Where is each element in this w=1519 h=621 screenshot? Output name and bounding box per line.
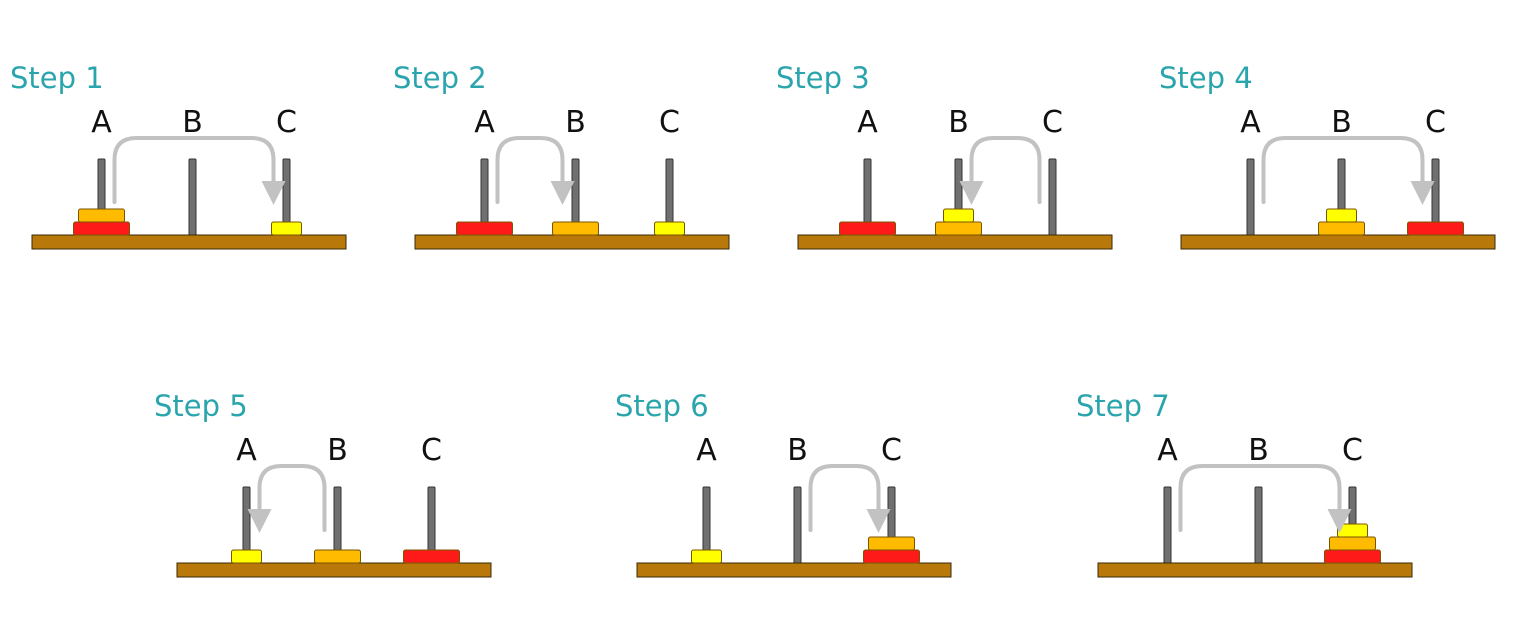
peg-label: A — [91, 105, 112, 140]
step-title: Step 1 — [10, 61, 104, 95]
peg-label: C — [276, 105, 297, 140]
peg — [1163, 486, 1172, 564]
peg-label: B — [565, 105, 586, 140]
base-board — [31, 234, 347, 250]
step-panel: Step 1 A B C — [10, 61, 347, 250]
disk-large — [863, 549, 920, 564]
disk-large — [73, 221, 130, 236]
peg-label: B — [1248, 433, 1269, 468]
disk-medium — [868, 536, 915, 551]
peg-label: A — [696, 433, 717, 468]
move-arrow — [959, 136, 1042, 205]
disk-medium — [1329, 536, 1376, 551]
move-arrow — [112, 136, 286, 205]
peg — [793, 486, 802, 564]
peg-label: C — [1042, 105, 1063, 140]
base-board — [414, 234, 730, 250]
step-panel: Step 7 A B C — [1076, 389, 1413, 578]
base-board — [1180, 234, 1496, 250]
disk-small — [271, 221, 302, 236]
peg-label: B — [948, 105, 969, 140]
peg-label: A — [236, 433, 257, 468]
step-panel: Step 6 A B C — [615, 389, 952, 578]
disk-small — [943, 208, 974, 223]
peg — [1246, 158, 1255, 236]
step-title: Step 3 — [776, 61, 870, 95]
base-board — [636, 562, 952, 578]
peg-label: A — [1157, 433, 1178, 468]
disk-large — [403, 549, 460, 564]
base-board — [1097, 562, 1413, 578]
disk-medium — [1318, 221, 1365, 236]
disk-medium — [78, 208, 125, 223]
step-panel: Step 4 A B C — [1159, 61, 1496, 250]
step-title: Step 4 — [1159, 61, 1253, 95]
disk-medium — [935, 221, 982, 236]
step-title: Step 7 — [1076, 389, 1170, 423]
step-panel: Step 5 A B C — [154, 389, 492, 578]
peg-label: A — [1240, 105, 1261, 140]
peg-label: C — [1425, 105, 1446, 140]
disk-large — [1407, 221, 1464, 236]
disk-small — [231, 549, 262, 564]
move-arrow — [1261, 136, 1435, 205]
peg — [1048, 158, 1057, 236]
peg-label: C — [659, 105, 680, 140]
disk-large — [1324, 549, 1381, 564]
move-arrow — [1178, 464, 1352, 533]
disk-medium — [314, 549, 361, 564]
peg-label: B — [1331, 105, 1352, 140]
disk-small — [691, 549, 722, 564]
disk-small — [1326, 208, 1357, 223]
peg-label: B — [182, 105, 203, 140]
peg-label: B — [327, 433, 348, 468]
move-arrow — [808, 464, 891, 533]
peg — [1254, 486, 1263, 564]
disk-small — [1337, 523, 1368, 538]
base-board — [176, 562, 492, 578]
peg-label: B — [787, 433, 808, 468]
peg-label: A — [857, 105, 878, 140]
peg-label: C — [1342, 433, 1363, 468]
move-arrow — [495, 136, 575, 205]
step-title: Step 2 — [393, 61, 487, 95]
move-arrow — [247, 464, 327, 533]
peg-label: A — [474, 105, 495, 140]
disk-small — [654, 221, 685, 236]
disk-large — [456, 221, 513, 236]
peg — [188, 158, 197, 236]
step-title: Step 5 — [154, 389, 248, 423]
disk-medium — [552, 221, 599, 236]
disk-large — [839, 221, 896, 236]
step-panel: Step 2 A B C — [393, 61, 730, 250]
peg-label: C — [421, 433, 442, 468]
step-title: Step 6 — [615, 389, 709, 423]
peg-label: C — [881, 433, 902, 468]
step-panel: Step 3 A B C — [776, 61, 1113, 250]
base-board — [797, 234, 1113, 250]
